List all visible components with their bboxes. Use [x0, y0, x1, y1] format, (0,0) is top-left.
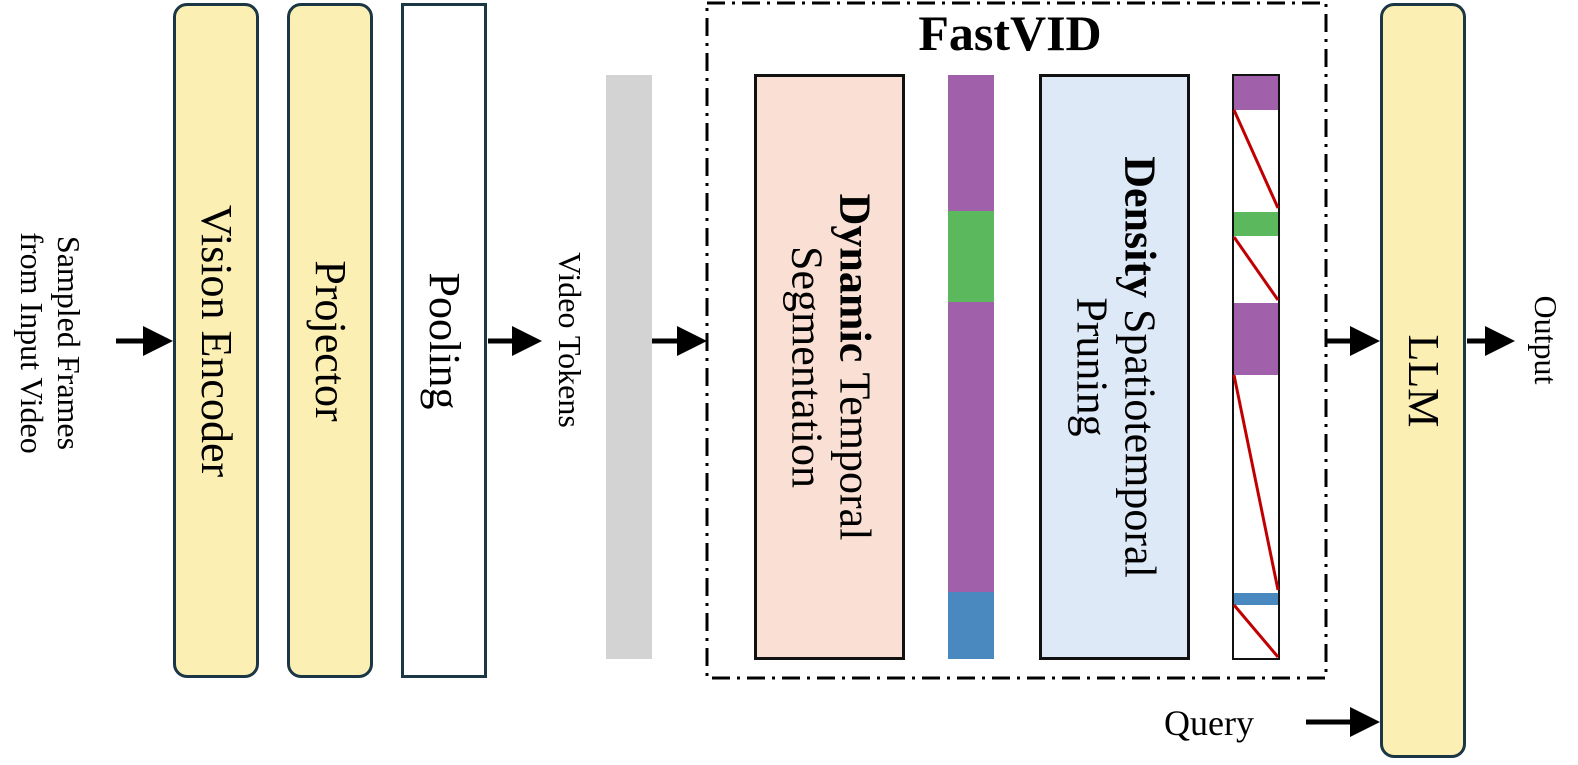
pruning-diagonals: [1232, 109, 1280, 658]
pruned-token-bar: [1232, 74, 1280, 660]
diag-4: [1232, 604, 1280, 658]
vision-encoder-block: Vision Encoder: [173, 3, 259, 678]
pruned-purple-1: [1234, 76, 1278, 110]
density-spatiotemporal-pruning-block: Density Spatiotemporal Pruning: [1039, 74, 1190, 660]
fastvid-frame: [705, 1, 1328, 680]
pruned-blue: [1234, 593, 1278, 605]
segment-purple-1: [948, 75, 994, 211]
pruned-green: [1234, 212, 1278, 236]
segment-bar: [948, 75, 994, 659]
llm-block: LLM: [1380, 3, 1466, 758]
video-tokens-bar: [606, 75, 652, 659]
diag-3: [1232, 374, 1280, 591]
pruned-purple-2: [1234, 303, 1278, 375]
pooling-block: Pooling: [401, 3, 487, 678]
segment-blue: [948, 592, 994, 659]
diag-2: [1232, 236, 1280, 301]
projector-block: Projector: [287, 3, 373, 678]
diag-1: [1232, 109, 1280, 209]
segment-green: [948, 211, 994, 302]
segment-purple-2: [948, 302, 994, 592]
query-label: Query: [1164, 703, 1254, 743]
fastvid-title: FastVID: [918, 5, 1102, 61]
dynamic-temporal-segmentation-block: Dynamic Temporal Segmentation: [754, 74, 905, 660]
